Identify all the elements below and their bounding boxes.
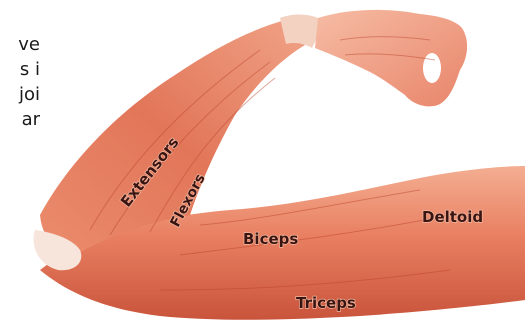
- hand-grip-gap: [423, 53, 441, 83]
- biceps-label: Biceps: [243, 230, 298, 248]
- triceps-label: Triceps: [296, 294, 356, 312]
- deltoid-label: Deltoid: [422, 208, 483, 226]
- hand-shape: [315, 10, 467, 107]
